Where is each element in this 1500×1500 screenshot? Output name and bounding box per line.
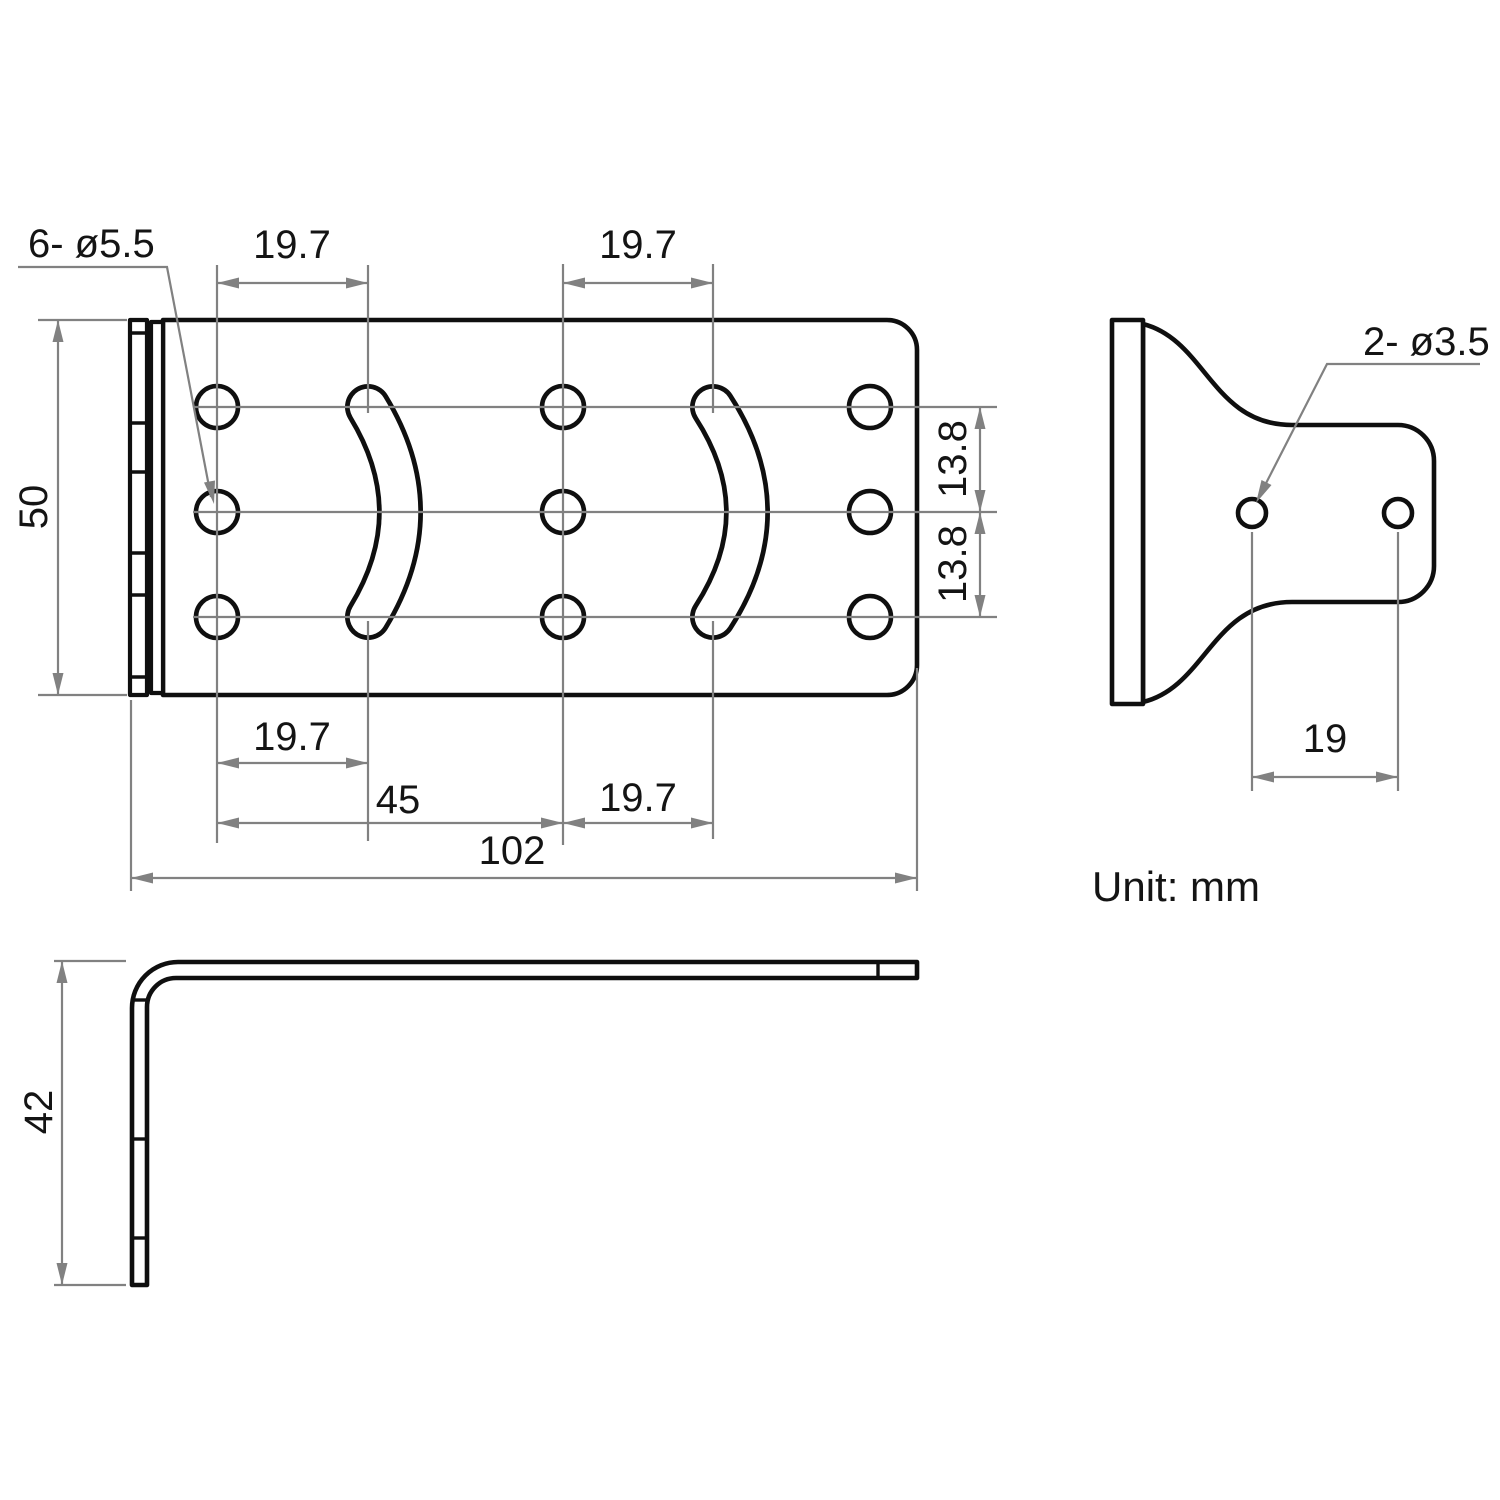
side-hole-callout: 2- ø3.5 bbox=[1363, 320, 1490, 364]
side-holes bbox=[1235, 496, 1415, 530]
unit-note: Unit: mm bbox=[1092, 863, 1260, 910]
dim-side-hole-spacing: 19 bbox=[1303, 717, 1348, 761]
hole bbox=[1235, 496, 1269, 530]
dimension-arrowheads bbox=[52, 277, 1398, 1285]
side-profile-outline bbox=[1140, 321, 1437, 705]
front-hole-callout: 6- ø5.5 bbox=[28, 222, 155, 266]
flange-edge-strip-inner bbox=[148, 319, 166, 696]
plate-outline bbox=[160, 317, 920, 698]
dim-row-pitch-upper: 13.8 bbox=[931, 420, 975, 498]
dimension-lines bbox=[18, 264, 1480, 1287]
side-flange-edge bbox=[1109, 317, 1146, 707]
dim-bottom-pitch-left: 19.7 bbox=[253, 715, 331, 759]
dim-bottom-span-center: 45 bbox=[376, 778, 421, 822]
flange-edge-ticks bbox=[130, 331, 147, 679]
l-profile-ticks bbox=[132, 962, 880, 1240]
front-view bbox=[127, 317, 920, 698]
dim-bottom-pitch-right: 19.7 bbox=[599, 776, 677, 820]
flange-edge-strip-outer bbox=[127, 317, 150, 698]
dim-row-pitch-lower: 13.8 bbox=[931, 525, 975, 603]
dim-leg-height: 42 bbox=[17, 1090, 61, 1135]
dim-height: 50 bbox=[12, 485, 56, 530]
dim-top-pitch-left: 19.7 bbox=[253, 223, 331, 267]
side-view bbox=[1109, 317, 1437, 707]
profile-view bbox=[129, 959, 920, 1288]
l-profile-outline bbox=[129, 959, 920, 1288]
dim-overall-width: 102 bbox=[479, 829, 546, 873]
hole bbox=[1381, 496, 1415, 530]
dim-top-pitch-right: 19.7 bbox=[599, 223, 677, 267]
